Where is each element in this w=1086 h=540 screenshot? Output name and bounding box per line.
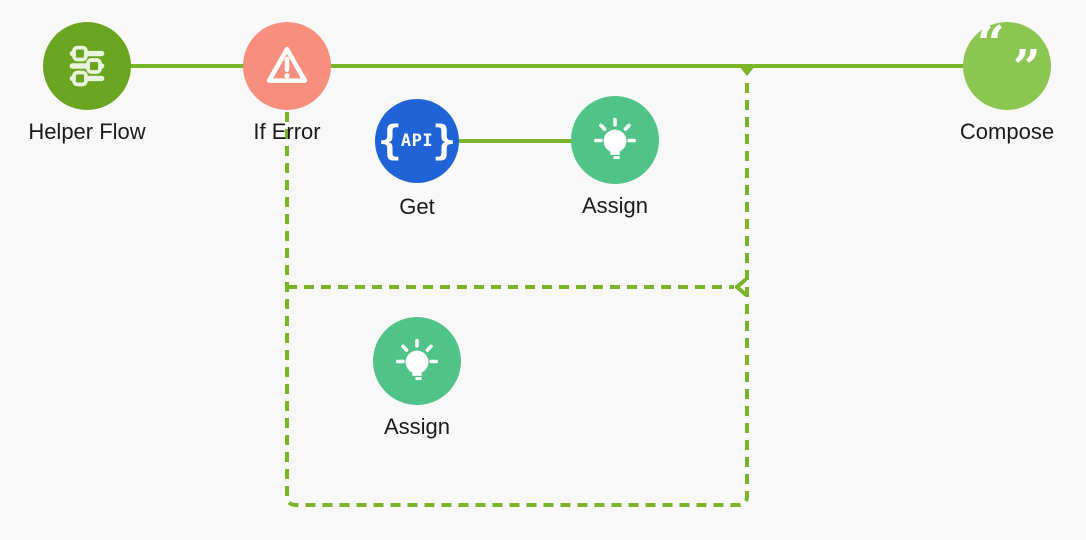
lightbulb-icon — [593, 117, 637, 159]
node-label: Assign — [383, 414, 451, 439]
error-scope-outline — [285, 76, 749, 507]
node-compose: “ ” Compose — [932, 16, 1082, 144]
assign-node-button[interactable] — [571, 96, 659, 184]
helper-flow-node-button[interactable] — [43, 22, 131, 110]
warning-triangle-icon — [266, 46, 308, 83]
api-word: API — [400, 131, 434, 151]
arrow-down-icon — [739, 66, 755, 76]
api-braces-icon: { API } — [377, 118, 457, 164]
if-error-node-button[interactable] — [243, 22, 331, 110]
node-label: Assign — [581, 193, 649, 218]
arrow-left-icon — [735, 278, 747, 296]
double-quotes-icon: “ — [977, 16, 1005, 72]
double-quotes-icon: ” — [1013, 40, 1041, 96]
assign-node-button[interactable] — [373, 317, 461, 405]
node-if-error: If Error — [212, 22, 362, 143]
node-label: Get — [399, 194, 435, 219]
node-assign-1: Assign — [540, 96, 690, 217]
lightbulb-icon — [395, 338, 439, 380]
node-assign-2: Assign — [342, 317, 492, 438]
node-helper-flow: Helper Flow — [12, 22, 162, 143]
close-brace: } — [432, 118, 457, 164]
node-label: If Error — [253, 119, 321, 144]
open-brace: { — [377, 118, 402, 164]
node-get: { API } Get — [342, 99, 492, 218]
compose-node-button[interactable]: “ ” — [963, 16, 1051, 110]
node-label: Helper Flow — [28, 119, 146, 144]
get-node-button[interactable]: { API } — [375, 99, 459, 183]
sliders-icon — [69, 45, 105, 87]
node-label: Compose — [959, 119, 1055, 144]
